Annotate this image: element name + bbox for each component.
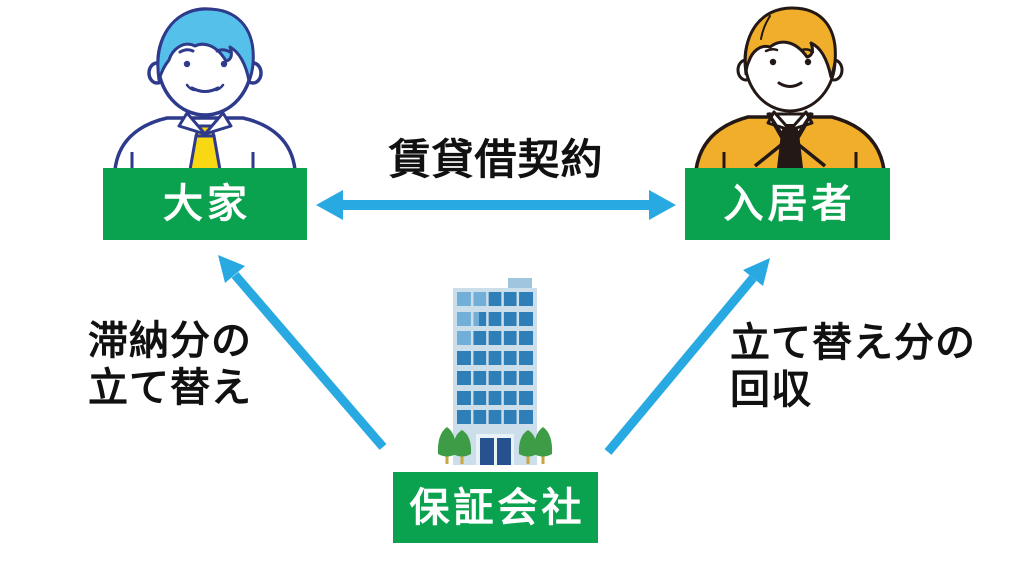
office-building-icon xyxy=(437,278,553,465)
lease-contract-label: 賃貸借契約 xyxy=(388,136,604,183)
tenant-man-icon xyxy=(694,6,886,170)
landlord-body xyxy=(113,111,297,170)
lease-arrow xyxy=(316,190,676,220)
tenant-node: 入居者 xyxy=(685,168,890,240)
landlord-node: 大家 xyxy=(103,168,307,240)
tenant-body xyxy=(694,110,886,170)
trees xyxy=(437,427,553,464)
landlord-head xyxy=(147,7,263,117)
collection-label: 立て替え分の 回収 xyxy=(730,320,976,414)
advance-payment-label: 滞納分の 立て替え xyxy=(88,318,252,412)
building-windows xyxy=(457,292,533,424)
collection-label-line1: 立て替え分の xyxy=(730,321,976,365)
tenant-head xyxy=(736,6,844,113)
advance-payment-label-line1: 滞納分の xyxy=(88,319,252,363)
landlord-man-icon xyxy=(113,7,297,170)
advance-payment-label-line2: 立て替え xyxy=(88,365,252,410)
guarantor-node: 保証会社 xyxy=(393,472,598,543)
building-structure xyxy=(453,278,537,465)
building-entrance xyxy=(476,434,514,465)
collection-label-line2: 回収 xyxy=(730,367,812,412)
